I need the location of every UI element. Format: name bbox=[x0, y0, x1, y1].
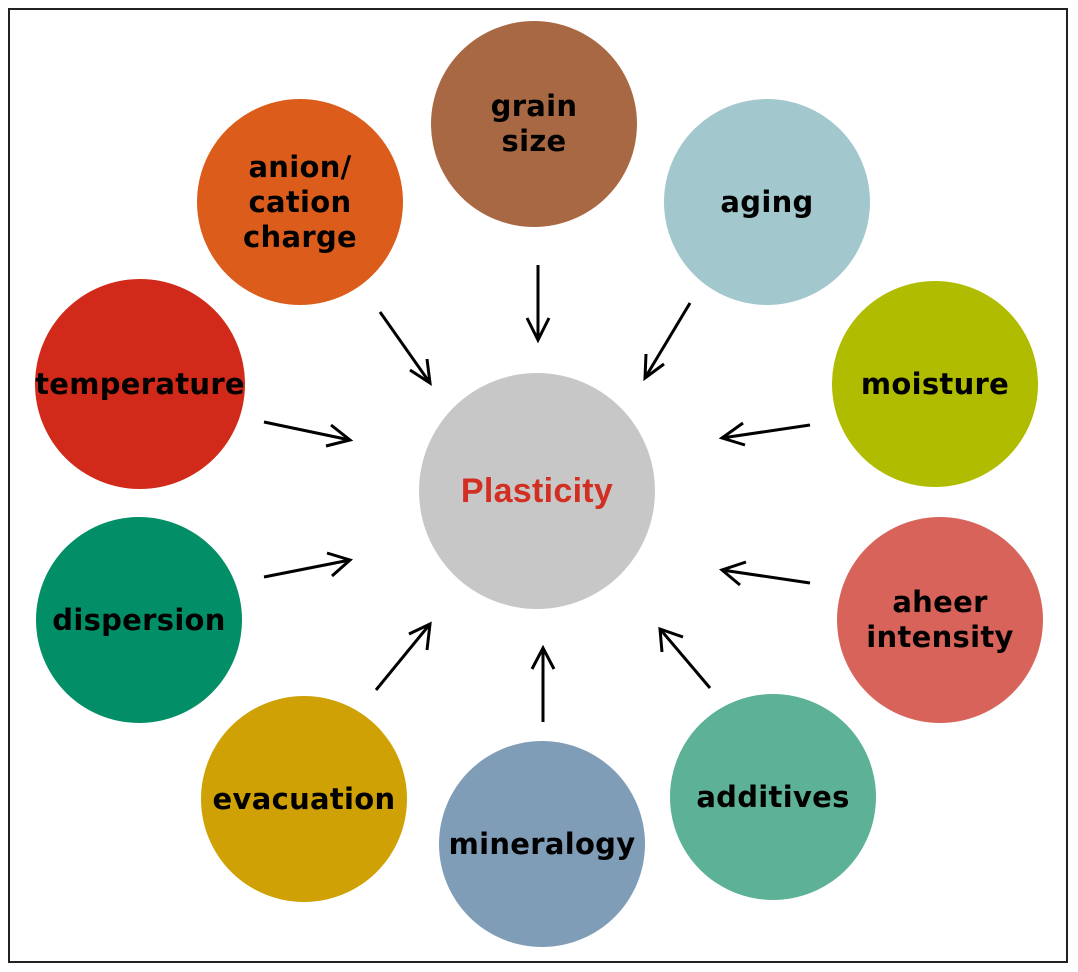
factor-label: aging bbox=[720, 184, 814, 219]
factor-aging[interactable]: aging bbox=[664, 99, 870, 305]
arrow-grain-size bbox=[525, 265, 551, 344]
factor-label: grain size bbox=[490, 89, 578, 158]
factor-mineralogy[interactable]: mineralogy bbox=[439, 741, 645, 947]
factor-aheer-intensity[interactable]: aheer intensity bbox=[837, 517, 1043, 723]
arrow-aheer-intensity bbox=[718, 560, 811, 587]
factor-label: mineralogy bbox=[448, 826, 636, 861]
factor-label: dispersion bbox=[52, 602, 226, 637]
arrow-anion-cation-charge bbox=[378, 311, 432, 387]
arrow-mineralogy bbox=[530, 644, 556, 722]
plasticity-node[interactable]: Plasticity bbox=[419, 373, 655, 609]
factor-evacuation[interactable]: evacuation bbox=[201, 696, 407, 902]
factor-label: evacuation bbox=[212, 781, 396, 816]
factor-moisture[interactable]: moisture bbox=[832, 281, 1038, 487]
factor-label: temperature bbox=[35, 366, 245, 401]
factor-additives[interactable]: additives bbox=[670, 694, 876, 900]
arrow-moisture bbox=[718, 421, 811, 447]
arrow-dispersion bbox=[263, 551, 353, 579]
factor-dispersion[interactable]: dispersion bbox=[36, 517, 242, 723]
factor-anion-cation-charge[interactable]: anion/ cation charge bbox=[197, 99, 403, 305]
plasticity-label: Plasticity bbox=[460, 471, 614, 510]
factor-label: additives bbox=[696, 779, 850, 814]
arrow-aging bbox=[643, 302, 692, 382]
arrow-additives bbox=[658, 626, 712, 689]
factor-grain-size[interactable]: grain size bbox=[431, 21, 637, 227]
factor-label: aheer intensity bbox=[866, 585, 1014, 654]
diagram-frame bbox=[8, 8, 1068, 963]
arrow-evacuation bbox=[374, 621, 432, 691]
arrow-temperature bbox=[263, 420, 354, 448]
factor-label: anion/ cation charge bbox=[243, 149, 357, 254]
factor-label: moisture bbox=[860, 366, 1010, 401]
factor-temperature[interactable]: temperature bbox=[35, 279, 245, 489]
